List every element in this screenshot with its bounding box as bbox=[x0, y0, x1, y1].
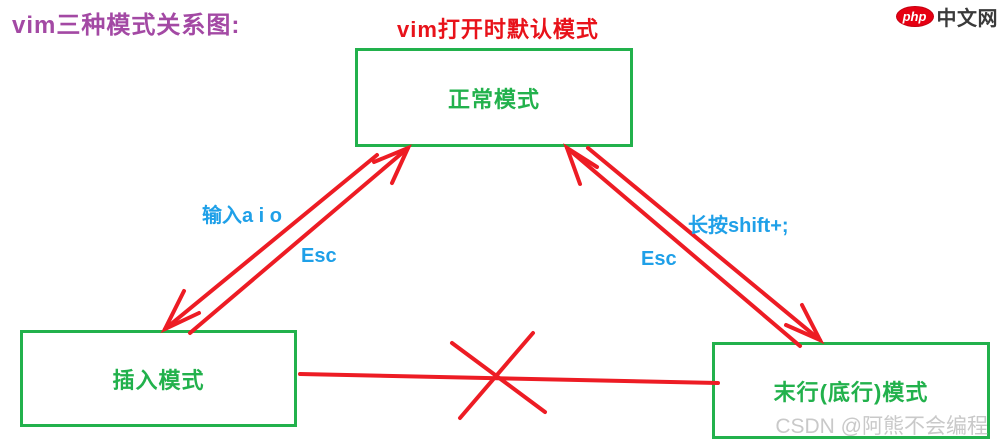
node-lastline-mode: 末行(底行)模式 bbox=[712, 342, 990, 439]
node-lastline-mode-label: 末行(底行)模式 bbox=[773, 379, 929, 405]
node-normal-mode-label: 正常模式 bbox=[447, 86, 540, 112]
arrowhead-normal-right bbox=[563, 143, 599, 186]
edge-label-shift-semicolon: 长按shift+; bbox=[688, 215, 789, 237]
cross-mark-stroke-2 bbox=[458, 331, 535, 420]
edge-label-input-aio: 输入a i o bbox=[202, 205, 283, 227]
default-mode-caption: vim打开时默认模式 bbox=[397, 17, 599, 42]
php-logo-badge: php bbox=[895, 6, 934, 27]
site-logo-text: 中文网 bbox=[936, 8, 998, 30]
cross-mark-stroke-1 bbox=[450, 341, 547, 414]
node-normal-mode: 正常模式 bbox=[355, 48, 633, 147]
arrow-normal-to-lastline bbox=[586, 146, 822, 342]
arrow-insert-to-normal bbox=[188, 146, 410, 335]
edge-label-esc-right: Esc bbox=[641, 248, 677, 270]
node-insert-mode: 插入模式 bbox=[20, 330, 297, 427]
page-title: vim三种模式关系图: bbox=[12, 12, 241, 39]
arrow-lastline-to-normal bbox=[565, 146, 802, 348]
blocked-line bbox=[298, 372, 720, 385]
node-insert-mode-label: 插入模式 bbox=[112, 367, 205, 393]
arrow-normal-to-insert bbox=[163, 153, 379, 331]
arrowhead-insert bbox=[160, 289, 201, 334]
site-logo: php 中文网 bbox=[895, 2, 999, 31]
edge-label-esc-left: Esc bbox=[301, 245, 337, 267]
arrowhead-normal-left bbox=[372, 144, 412, 185]
arrowhead-lastline bbox=[784, 303, 825, 345]
csdn-watermark: CSDN @阿熊不会编程 bbox=[775, 415, 988, 438]
